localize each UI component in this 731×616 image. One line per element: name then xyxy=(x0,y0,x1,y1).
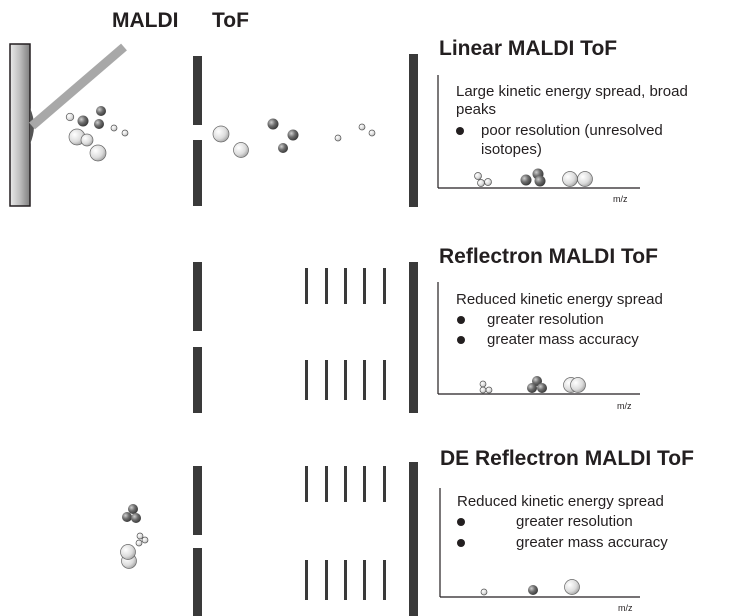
spectrum-plot xyxy=(439,488,640,598)
maldi-label: MALDI xyxy=(112,9,179,32)
bullet-item: poor resolution (unresolved xyxy=(481,122,663,139)
panel-description: Large kinetic energy spread, broad xyxy=(456,83,688,100)
extraction-grid-upper xyxy=(193,262,202,331)
reflectron-lens xyxy=(305,268,386,400)
panel-description: Reduced kinetic energy spread xyxy=(456,291,663,308)
tof-label: ToF xyxy=(212,9,249,32)
bullet-item: greater mass accuracy xyxy=(516,534,668,551)
axis-label: m/z xyxy=(618,603,633,613)
bullet-item: greater resolution xyxy=(516,513,633,530)
detector-plate xyxy=(409,54,418,207)
extraction-grid-lower xyxy=(193,347,202,413)
bullet-item: isotopes) xyxy=(481,141,542,158)
bullet-item: greater resolution xyxy=(487,311,604,328)
ion-packet xyxy=(65,106,129,162)
detector-plate xyxy=(409,462,418,616)
panel-description: peaks xyxy=(456,101,497,118)
extraction-grid-lower xyxy=(193,140,202,206)
detector-plate xyxy=(409,262,418,413)
bullet-item: greater mass accuracy xyxy=(487,331,639,348)
extraction-grid-lower xyxy=(193,548,202,616)
spectrum-plot xyxy=(437,282,640,395)
panel-title: Reflectron MALDI ToF xyxy=(439,245,658,268)
panel-title: Linear MALDI ToF xyxy=(439,37,618,60)
laser-beam xyxy=(29,43,127,130)
extraction-grid-upper xyxy=(193,466,202,535)
ion-packet xyxy=(120,504,149,569)
panel-description: Reduced kinetic energy spread xyxy=(457,493,664,510)
ion-packet xyxy=(212,118,376,158)
panel-title: DE Reflectron MALDI ToF xyxy=(440,447,694,470)
bullet-icon xyxy=(456,127,465,547)
axis-label: m/z xyxy=(613,194,628,204)
axis-label: m/z xyxy=(617,401,632,411)
extraction-grid-upper xyxy=(193,56,202,125)
spectrum-plot xyxy=(437,75,640,189)
sample-target-plate xyxy=(9,43,34,207)
reflectron-lens xyxy=(305,466,386,600)
